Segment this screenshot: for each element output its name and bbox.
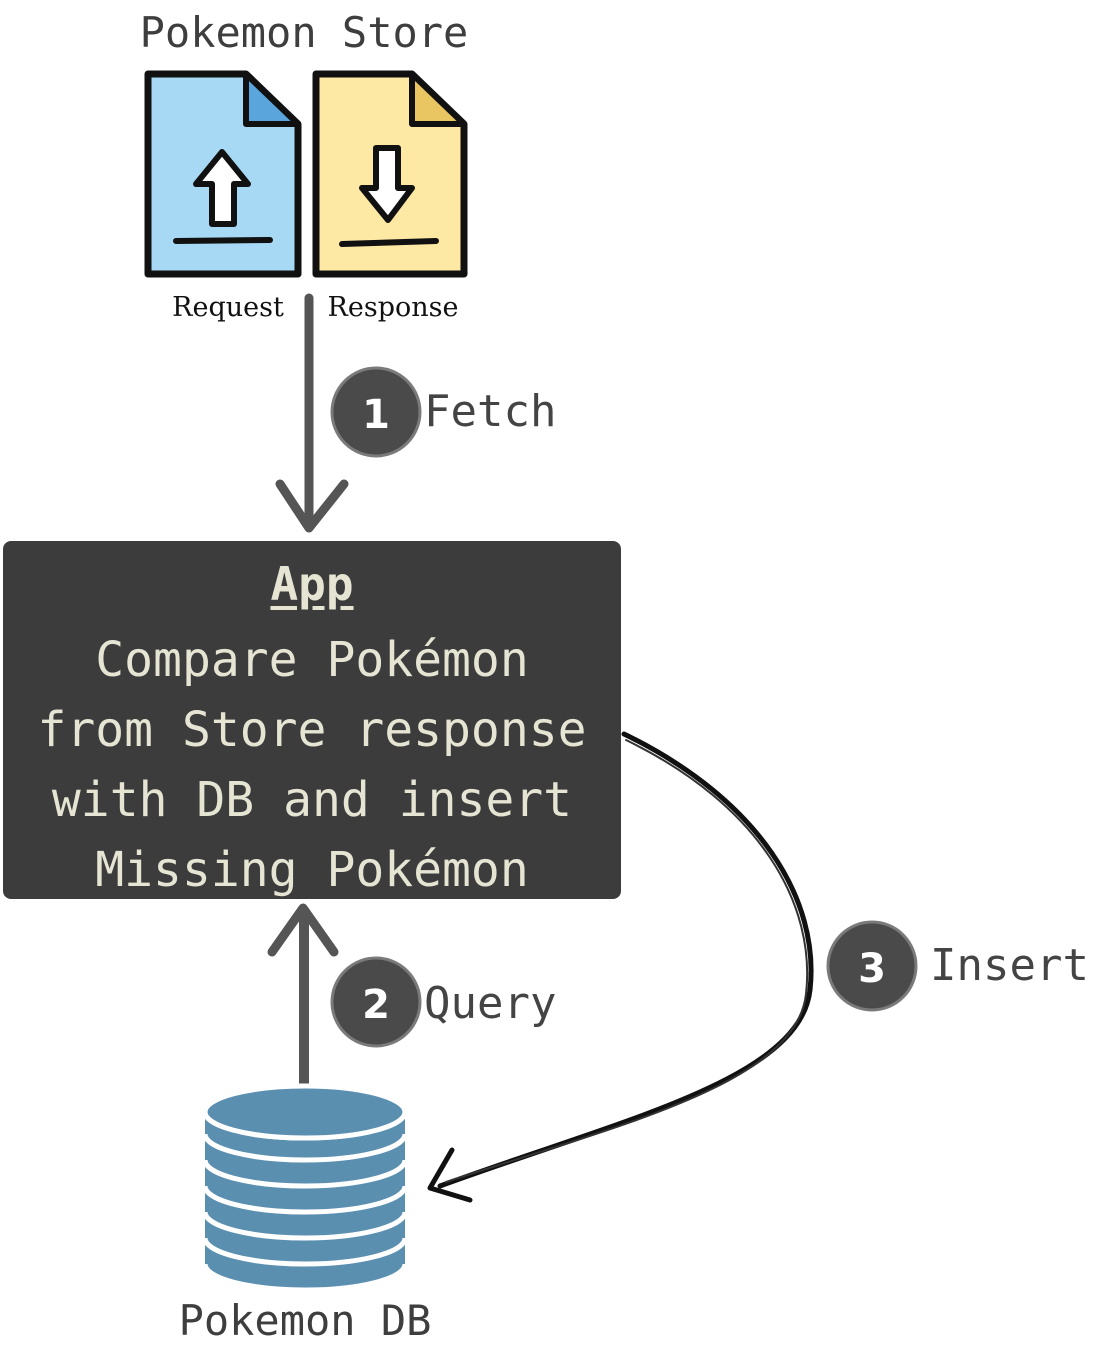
response-document-icon xyxy=(312,70,468,278)
step-label-query: Query xyxy=(424,978,557,1029)
upload-arrow-icon xyxy=(193,149,251,227)
fetch-arrow xyxy=(275,293,349,533)
store-title: Pokemon Store xyxy=(139,8,469,57)
app-box: App Compare Pokémon from Store response … xyxy=(3,541,621,899)
step-label-fetch: Fetch xyxy=(424,386,557,437)
step-badge-2: 2 xyxy=(330,956,422,1048)
step-number-1: 1 xyxy=(362,392,390,438)
download-arrow-icon xyxy=(359,145,415,223)
app-description: Compare Pokémon from Store response with… xyxy=(37,632,587,898)
step-badge-3: 3 xyxy=(826,920,918,1012)
query-arrow xyxy=(267,903,339,1095)
database-icon xyxy=(202,1083,408,1293)
app-title: App xyxy=(270,557,354,611)
db-title: Pokemon DB xyxy=(178,1296,432,1345)
insert-arrow xyxy=(427,731,814,1203)
step-badge-1: 1 xyxy=(330,366,422,458)
step-number-3: 3 xyxy=(858,946,886,992)
response-label: Response xyxy=(327,292,459,323)
request-label: Request xyxy=(172,292,284,323)
step-label-insert: Insert xyxy=(930,940,1089,991)
step-number-2: 2 xyxy=(362,982,390,1028)
request-document-icon xyxy=(144,70,302,278)
